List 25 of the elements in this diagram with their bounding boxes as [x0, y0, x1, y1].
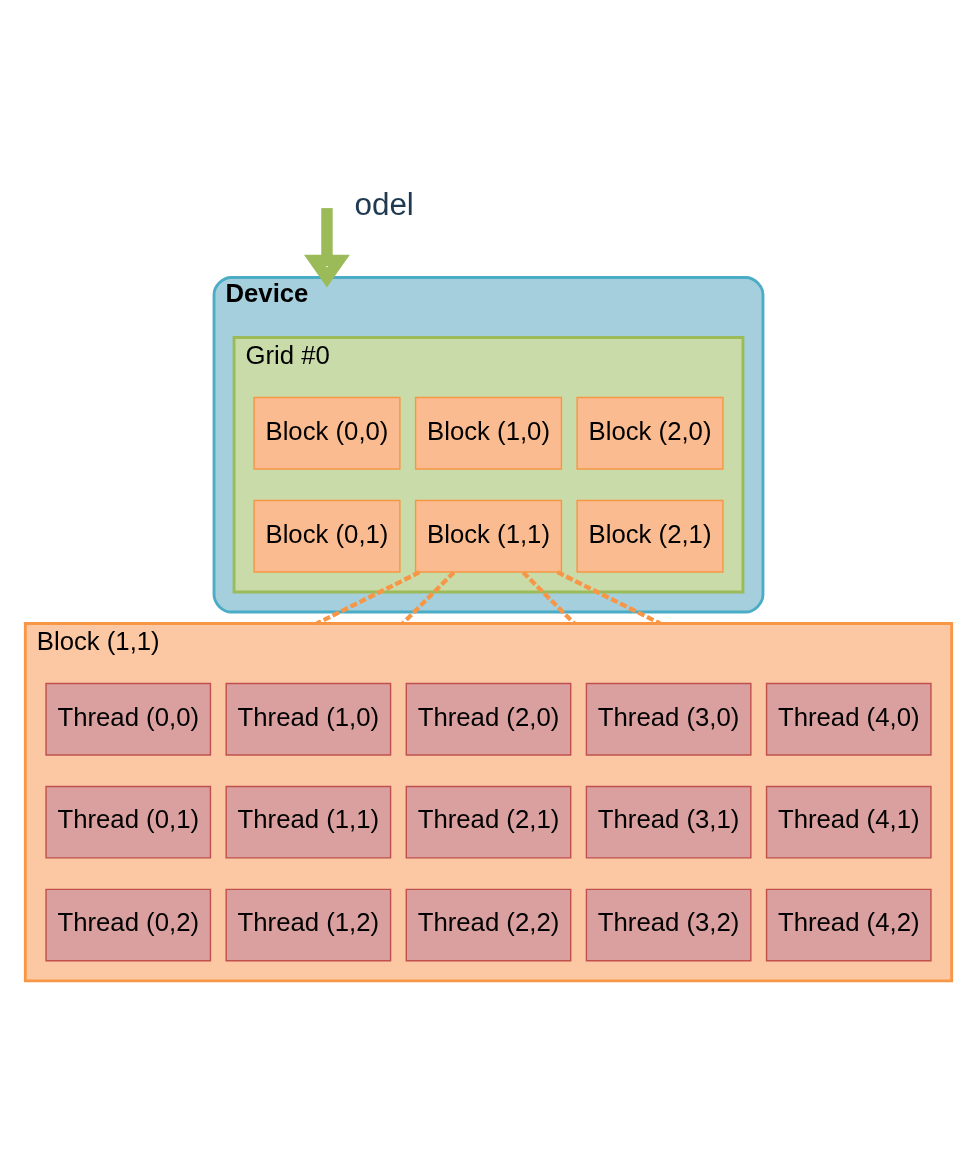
- node-box: Block (0,0): [253, 396, 401, 470]
- node-box: Thread (1,2): [225, 888, 392, 962]
- node-box: Thread (3,2): [585, 888, 752, 962]
- node-box: Thread (4,1): [765, 785, 932, 859]
- node-box: Thread (2,2): [405, 888, 572, 962]
- node-box: Thread (1,0): [225, 682, 392, 756]
- node-box: Block (1,0): [414, 396, 563, 470]
- node-box: Thread (0,0): [45, 682, 212, 756]
- node-box: Thread (2,1): [405, 785, 572, 859]
- node-box: Thread (0,2): [45, 888, 212, 962]
- node-box: Block (1,1): [414, 499, 563, 573]
- node-box: Thread (4,0): [765, 682, 932, 756]
- node-box: Block (0,1): [253, 499, 401, 573]
- node-box: Thread (0,1): [45, 785, 212, 859]
- label: odel: [354, 187, 414, 223]
- node-box: Thread (3,1): [585, 785, 752, 859]
- node-box: Thread (4,2): [765, 888, 932, 962]
- connector: [401, 570, 456, 625]
- arrow: [303, 208, 350, 288]
- node-box: Thread (3,0): [585, 682, 752, 756]
- node-box: Block (2,1): [576, 499, 724, 573]
- connector: [521, 570, 576, 625]
- node-box: Thread (1,1): [225, 785, 392, 859]
- node-box: Thread (2,0): [405, 682, 572, 756]
- node-box: Block (2,0): [576, 396, 724, 470]
